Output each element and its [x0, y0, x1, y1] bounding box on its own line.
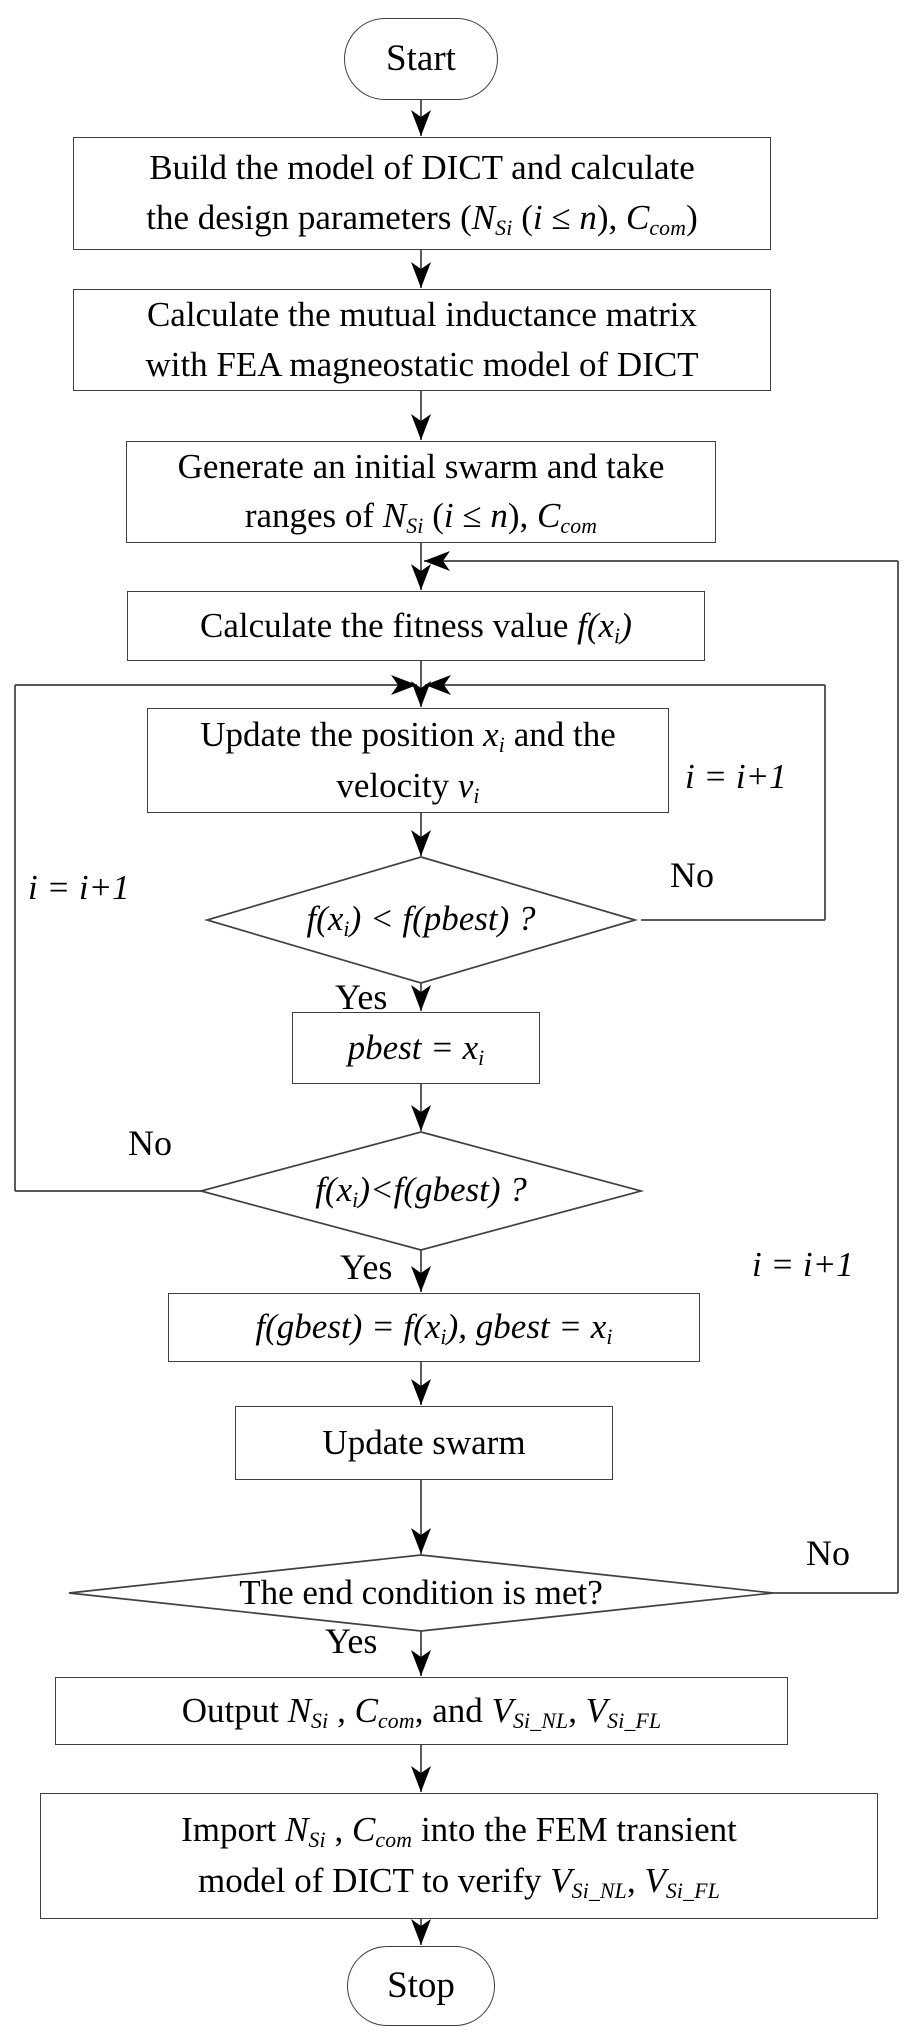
- edge-label-increment-inner: i = i+1: [685, 757, 787, 796]
- node-stop: Stop: [347, 1946, 495, 2026]
- node-import-fem: Import NSi , Ccom into the FEM transient…: [40, 1793, 878, 1919]
- arrowhead-into-build: [411, 110, 431, 136]
- node-import-fem-label: Import NSi , Ccom into the FEM transient…: [181, 1810, 737, 1904]
- diamond-gbest-check: [197, 1131, 645, 1251]
- edge-label-pbest-yes: Yes: [335, 977, 388, 1017]
- node-start: Start: [344, 18, 498, 100]
- node-start-label: Start: [386, 37, 456, 79]
- decision-gbest-check: f(xi)<f(gbest) ?: [221, 1137, 621, 1245]
- decision-end-condition: The end condition is met?: [121, 1557, 721, 1629]
- edge-label-end-no: No: [806, 1533, 850, 1573]
- node-update-swarm: Update swarm: [235, 1406, 613, 1480]
- node-gbest-assign-label: f(gbest) = f(xi), gbest = xi: [255, 1307, 613, 1350]
- decision-end-condition-label: The end condition is met?: [239, 1573, 603, 1612]
- node-output: Output NSi , Ccom, and VSi_NL, VSi_FL: [55, 1677, 788, 1745]
- decision-gbest-check-label: f(xi)<f(gbest) ?: [315, 1169, 527, 1213]
- arrowhead-into-stop: [411, 1919, 431, 1945]
- node-gbest-assign: f(gbest) = f(xi), gbest = xi: [168, 1293, 700, 1362]
- edge-label-increment-left: i = i+1: [28, 868, 130, 907]
- arrowhead-into-pbestcheck: [411, 830, 431, 856]
- arrowhead-into-gbestassign: [411, 1266, 431, 1292]
- arrowhead-into-updatepos: [411, 681, 431, 707]
- arrowhead-into-endcheck: [411, 1528, 431, 1554]
- arrowhead-into-gbestcheck: [411, 1105, 431, 1131]
- decision-pbest-check: f(xi) < f(pbest) ?: [227, 866, 615, 974]
- node-output-label: Output NSi , Ccom, and VSi_NL, VSi_FL: [181, 1690, 662, 1733]
- edge-label-gbest-yes: Yes: [340, 1247, 393, 1287]
- diamond-pbest-check: [203, 856, 639, 984]
- node-update-swarm-label: Update swarm: [322, 1423, 526, 1463]
- node-fitness-value: Calculate the fitness value f(xi): [127, 591, 705, 661]
- arrowhead-inner-loop-join: [425, 675, 451, 695]
- arrowhead-into-mutual: [411, 262, 431, 288]
- arrowhead-into-updateswarm: [411, 1379, 431, 1405]
- decision-pbest-check-label: f(xi) < f(pbest) ?: [306, 898, 536, 942]
- diamond-end-condition: [68, 1554, 774, 1632]
- edge-label-increment-outer: i = i+1: [752, 1245, 854, 1284]
- arrowhead-into-output: [411, 1650, 431, 1676]
- arrowhead-outer-loop-join: [424, 551, 450, 571]
- node-stop-label: Stop: [387, 1964, 455, 2006]
- node-pbest-assign: pbest = xi: [292, 1012, 540, 1084]
- arrowhead-into-pbestassign: [411, 985, 431, 1011]
- node-pbest-assign-label: pbest = xi: [347, 1027, 485, 1070]
- edge-label-gbest-no: No: [128, 1123, 172, 1163]
- arrowhead-into-initswarm: [411, 414, 431, 440]
- arrowhead-into-import: [411, 1766, 431, 1792]
- edge-label-pbest-no: No: [670, 855, 714, 895]
- edge-label-end-yes: Yes: [325, 1621, 378, 1661]
- node-fitness-value-label: Calculate the fitness value f(xi): [200, 605, 632, 648]
- arrowhead-into-fitness: [411, 564, 431, 590]
- arrowhead-left-loop-join: [391, 675, 417, 695]
